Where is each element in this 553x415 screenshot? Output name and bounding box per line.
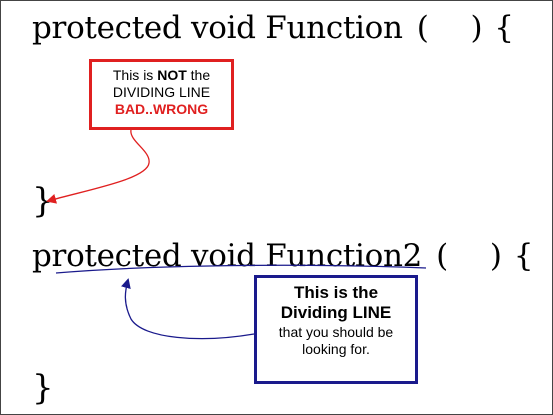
- open-brace-2: {: [513, 238, 534, 274]
- close-paren-2: ): [489, 238, 502, 274]
- good-callout-line-2: Dividing LINE: [280, 303, 392, 323]
- signature-text-1: protected void Function: [32, 10, 403, 46]
- closing-brace-1: }: [32, 181, 54, 221]
- good-callout-line-1: This is the: [293, 283, 379, 302]
- bad-callout-line-1: This is NOT the: [92, 67, 231, 84]
- good-callout-line-3: that you should be: [278, 323, 394, 340]
- open-paren-2: (: [436, 238, 448, 274]
- good-callout-line-4: looking for.: [302, 340, 370, 357]
- function-signature-1: protected void Function () {: [32, 13, 514, 44]
- closing-brace-2: }: [32, 368, 54, 408]
- bad-callout-line-3: BAD..WRONG: [114, 100, 209, 117]
- good-arrow: [121, 278, 255, 340]
- bad-arrow: [46, 129, 150, 204]
- open-brace-1: {: [494, 10, 514, 46]
- bad-callout-line-2: DIVIDING LINE: [112, 83, 211, 100]
- wrong-line-callout: This is NOT the DIVIDING LINE BAD..WRONG: [89, 59, 234, 130]
- open-paren-1: (: [416, 10, 429, 46]
- bad-text-before: This is: [112, 67, 158, 83]
- correct-line-callout: This is the Dividing LINE that you shoul…: [254, 275, 418, 384]
- close-paren-1: ): [470, 10, 483, 46]
- bad-text-after: the: [186, 67, 211, 83]
- dividing-line: [55, 264, 427, 274]
- bad-emphasis: NOT: [157, 67, 187, 83]
